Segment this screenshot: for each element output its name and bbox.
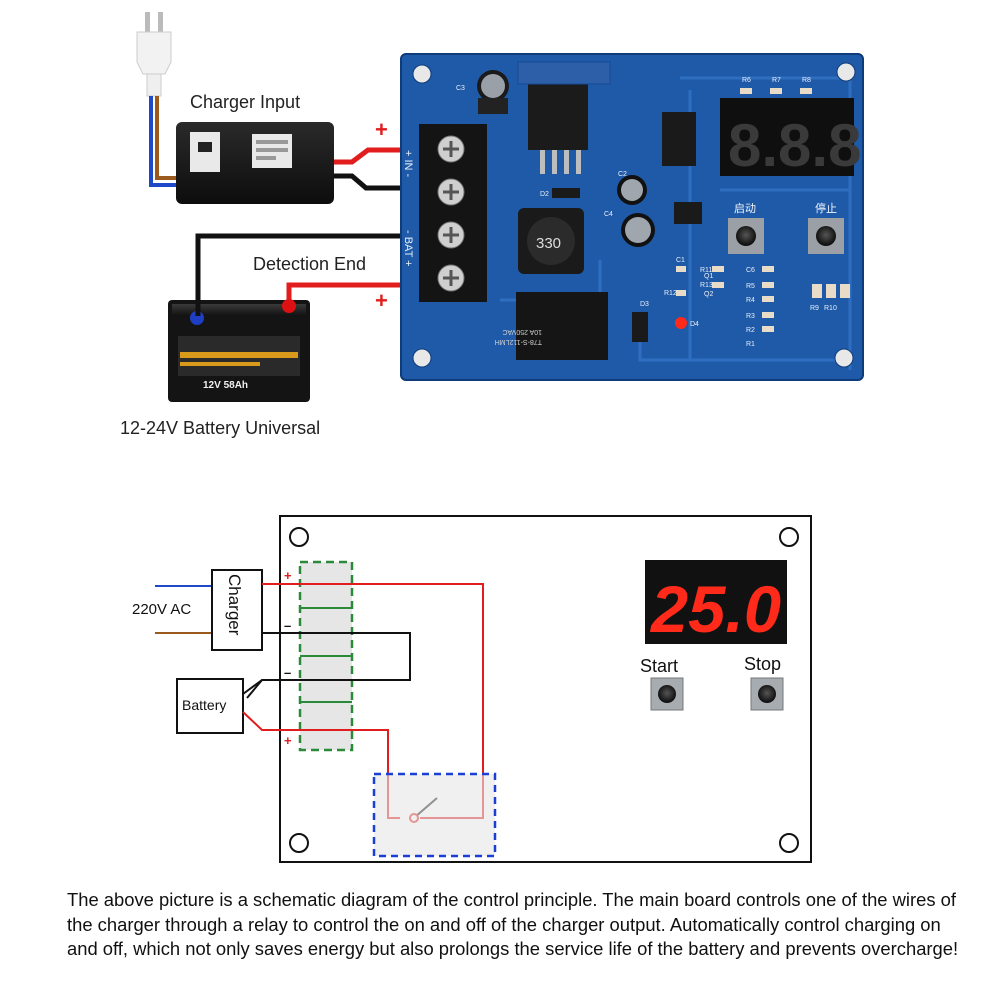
capacitor-c4 (621, 213, 655, 247)
photo-section: Charger Input + 12V 58Ah 12-24V Battery … (120, 12, 864, 438)
battery-model-text: 12V 58Ah (203, 380, 248, 391)
diode-d2 (552, 188, 580, 198)
charger-input-label: Charger Input (190, 92, 300, 112)
battery-minus-wire (242, 679, 263, 695)
detection-black-wire (195, 233, 420, 316)
relay-marking: T78-S-112LMH (495, 338, 542, 345)
svg-text:R12: R12 (664, 290, 677, 297)
battery-universal-label: 12-24V Battery Universal (120, 418, 320, 438)
svg-text:R4: R4 (746, 297, 755, 304)
relay: 10A 250VAC T78-S-112LMH (495, 292, 608, 360)
battery-box (176, 678, 244, 734)
pcb-mount-holes (412, 62, 856, 368)
schematic-display-value: 25.0 (649, 572, 781, 646)
transistor (674, 202, 702, 224)
charger-minus-polarity: – (284, 618, 291, 633)
pcb-silkscreen-labels: C3 R6 R7 R8 D2 C2 C4 C1 R11 R13 R12 D3 D… (456, 77, 837, 348)
svg-text:R10: R10 (824, 305, 837, 312)
battery-box-label: Battery (182, 697, 226, 713)
svg-text:R13: R13 (700, 282, 713, 289)
pcb-board: + IN - - BAT + 330 (400, 53, 864, 381)
stop-button (750, 677, 784, 711)
svg-text:R8: R8 (802, 77, 811, 84)
charger-output-black-wire (334, 173, 420, 191)
charger-adapter (176, 122, 334, 204)
voltage-regulator (528, 84, 588, 150)
charger-output-red-wire (334, 147, 420, 165)
battery-plus-polarity: + (284, 733, 292, 748)
battery-12v: 12V 58Ah (168, 299, 310, 402)
svg-text:D3: D3 (640, 301, 649, 308)
svg-text:C4: C4 (604, 211, 613, 218)
diode-d3 (632, 312, 648, 342)
ac-cord (149, 96, 180, 187)
charger-box-label: Charger (225, 574, 244, 636)
schematic-display: 25.0 (645, 560, 787, 646)
detection-red-wire (286, 282, 420, 300)
smd-components (676, 88, 850, 332)
terminal-block (419, 124, 487, 302)
svg-text:R9: R9 (810, 305, 819, 312)
svg-text:C1: C1 (676, 257, 685, 264)
pcb-start-button (728, 218, 764, 254)
svg-text:R11: R11 (700, 267, 712, 274)
svg-text:R1: R1 (746, 341, 755, 348)
battery-minus-polarity: – (284, 665, 291, 680)
pcb-display-digits: 8.8.8 (728, 112, 861, 179)
schematic-mount-holes (289, 527, 799, 853)
svg-text:R2: R2 (746, 327, 755, 334)
svg-text:Q1: Q1 (704, 273, 713, 280)
pcb-seven-segment-display: 8.8.8 (720, 98, 861, 179)
capacitor-c3 (477, 70, 509, 114)
led-d4 (675, 317, 687, 329)
ac-voltage-label: 220V AC (132, 601, 191, 618)
detection-end-label: Detection End (253, 254, 366, 274)
pcb-start-label-cn: 启动 (734, 202, 756, 215)
svg-text:R6: R6 (742, 77, 751, 84)
relay-box (372, 772, 497, 858)
battery-plus-sign: + (375, 288, 388, 313)
start-button-label: Start (640, 656, 678, 676)
svg-text:C3: C3 (456, 85, 465, 92)
pcb-stop-button (808, 218, 844, 254)
ac-plug-icon (136, 12, 172, 97)
start-button (650, 677, 684, 711)
charger-box (211, 569, 263, 651)
svg-text:D2: D2 (540, 191, 549, 198)
svg-text:C2: C2 (618, 171, 627, 178)
terminal-in-label: + IN - (402, 150, 414, 178)
charger-minus-wire (246, 632, 411, 699)
svg-text:R3: R3 (746, 313, 755, 320)
description-paragraph: The above picture is a schematic diagram… (67, 889, 959, 959)
shift-register-ic (662, 112, 696, 166)
relay-rating: 10A 250VAC (502, 328, 542, 335)
terminal-bat-label: - BAT + (402, 230, 414, 267)
inductor-marking: 330 (536, 235, 561, 252)
schematic-terminal-strip (298, 560, 354, 752)
svg-text:D4: D4 (690, 321, 699, 328)
svg-text:R5: R5 (746, 283, 755, 290)
pcb-stop-label-cn: 停止 (815, 201, 837, 215)
svg-text:Q2: Q2 (704, 291, 713, 298)
capacitor-c2 (617, 175, 647, 205)
schematic-polarity-signs: + – – + (284, 568, 292, 748)
charger-plus-sign: + (375, 117, 388, 142)
svg-text:C6: C6 (746, 267, 755, 274)
svg-text:R7: R7 (772, 77, 781, 84)
schematic-section: 220V AC Charger Battery + – – + (132, 515, 812, 863)
stop-button-label: Stop (744, 654, 781, 674)
inductor-330: 330 (518, 208, 584, 274)
charger-plus-polarity: + (284, 568, 292, 583)
